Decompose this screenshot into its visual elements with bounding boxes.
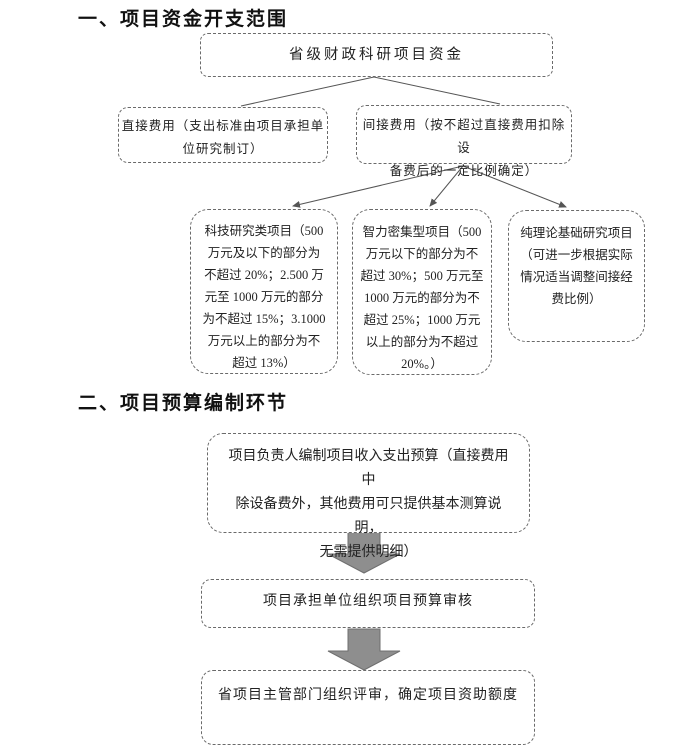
flow2-step3-box: 省项目主管部门组织评审，确定项目资助额度 (201, 670, 535, 745)
flow2-step2-box: 项目承担单位组织项目预算审核 (201, 579, 535, 628)
section2-heading: 二、项目预算编制环节 (78, 393, 289, 414)
flow1-knowledge-intensive-box: 智力密集型项目（500 万元以下的部分为不 超过 30%；500 万元至 100… (352, 209, 492, 375)
flow1-direct-cost-box: 直接费用（支出标准由项目承担单 位研究制订） (118, 107, 328, 163)
flow1-tech-research-box: 科技研究类项目（500 万元及以下的部分为 不超过 20%；2.500 万 元至… (190, 209, 338, 374)
flow1-indirect-cost-box: 间接费用（按不超过直接费用扣除设 备费后的一定比例确定） (356, 105, 572, 178)
down-block-arrow-icon (327, 628, 401, 671)
flow1-root-box: 省级财政科研项目资金 (200, 33, 553, 77)
section1-heading: 一、项目资金开支范围 (78, 9, 289, 30)
flow1-pure-theory-box: 纯理论基础研究项目 （可进一步根据实际 情况适当调整间接经 费比例） (508, 210, 645, 342)
flow2-step1-box: 项目负责人编制项目收入支出预算（直接费用中 除设备费外，其他费用可只提供基本测算… (207, 433, 530, 560)
